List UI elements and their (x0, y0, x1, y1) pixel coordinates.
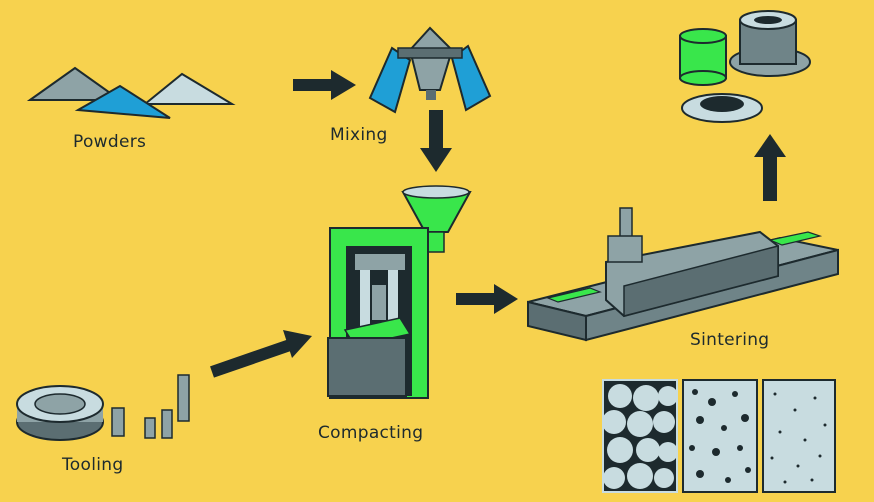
finished-parts-illustration (679, 10, 811, 123)
mixer-illustration (368, 26, 492, 114)
powders-illustration (26, 66, 236, 119)
compacting-label: Compacting (318, 423, 424, 443)
sintering-furnace-illustration (527, 207, 839, 342)
arrow-powders-to-mixing (293, 70, 356, 100)
powders-label: Powders (73, 132, 147, 152)
arrow-sintering-to-parts (754, 134, 786, 201)
compacting-press-illustration (327, 185, 472, 399)
microstructure-panels (602, 379, 836, 493)
arrow-compacting-to-sintering (456, 284, 518, 314)
arrow-tooling-to-compacting (210, 330, 312, 378)
tooling-label: Tooling (62, 455, 124, 475)
mixing-label: Mixing (330, 125, 388, 145)
sintering-label: Sintering (690, 330, 770, 350)
arrow-mixing-to-compacting (420, 110, 452, 172)
tooling-illustration (16, 374, 190, 441)
